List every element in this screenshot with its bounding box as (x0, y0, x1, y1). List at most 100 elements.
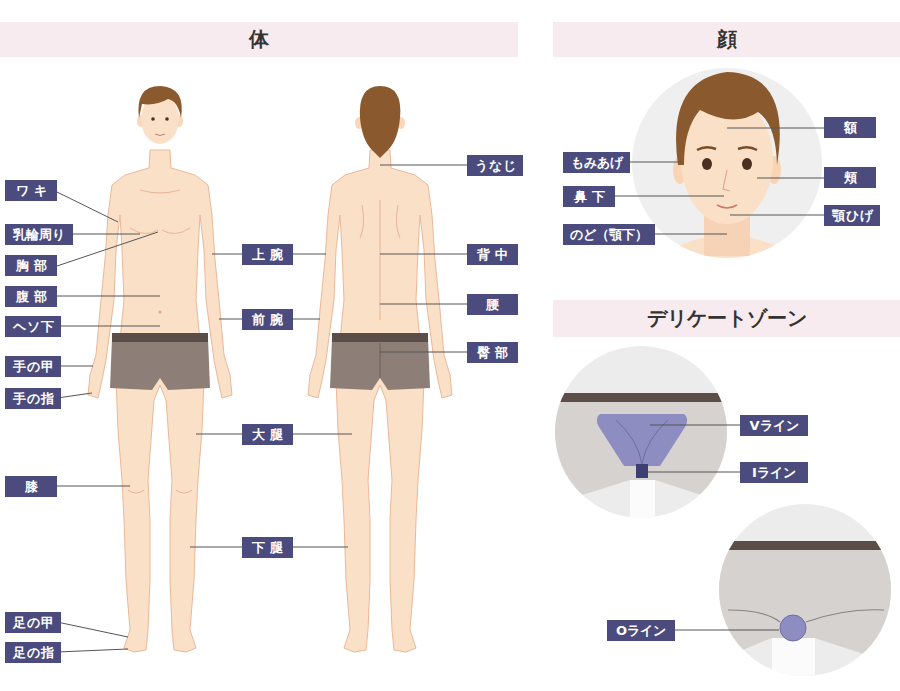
part-name: Vライン (749, 415, 798, 436)
part-name: 胸部 (16, 255, 52, 276)
body-silhouette (88, 150, 232, 652)
leader-line (380, 352, 467, 353)
section-band: 顔 (553, 22, 900, 57)
part-label: 前腕 (242, 309, 293, 330)
part-label: 手の指 (5, 388, 61, 409)
back-closeup (712, 541, 900, 688)
part-label: 乳輪周り (5, 224, 73, 245)
part-label: ワキ (5, 180, 57, 201)
nose (723, 170, 730, 191)
leader-line (57, 393, 92, 398)
part-label: 臀部 (467, 342, 518, 363)
part-label: 頬 (824, 167, 876, 188)
eyebrow (697, 147, 757, 150)
part-label: 額 (824, 117, 876, 138)
part-label: 腰 (467, 294, 518, 315)
leader-line (630, 162, 682, 163)
buttock-line (728, 610, 884, 622)
leader-line (57, 486, 130, 487)
v-line-area (597, 414, 688, 466)
part-name: うなじ (475, 155, 517, 176)
eye (165, 117, 169, 121)
face-closeup (630, 72, 825, 270)
part-name: ヘソ下 (13, 316, 55, 337)
part-name: Oライン (616, 620, 666, 641)
part-name: 足の指 (13, 642, 55, 663)
leader-line (57, 192, 118, 222)
chest-line (130, 190, 190, 234)
part-name: もみあげ (571, 152, 623, 173)
leader-line (646, 234, 727, 235)
section-band: 体 (0, 22, 518, 57)
section-title: 体 (249, 26, 269, 53)
back-line (360, 200, 400, 320)
part-name: Iライン (752, 462, 796, 483)
part-name: 顎ひげ (832, 205, 874, 226)
section-title: 顔 (717, 26, 737, 53)
part-name: 腰 (486, 294, 504, 315)
part-label: のど（顎下） (563, 224, 655, 245)
part-name: 上腕 (252, 244, 288, 265)
leader-line (57, 296, 160, 297)
part-label: うなじ (467, 155, 523, 176)
briefs (110, 338, 210, 390)
briefs-seam (616, 420, 668, 464)
section-title: デリケートゾーン (647, 305, 807, 332)
front-figure (88, 86, 232, 652)
leader-line (380, 165, 467, 166)
hair (138, 86, 181, 118)
leader-line (57, 326, 160, 327)
leader-line (380, 304, 467, 305)
hair (676, 72, 780, 165)
leader-line (650, 425, 740, 426)
leader-line (57, 128, 824, 652)
part-name: ワキ (16, 180, 52, 201)
part-label: Iライン (740, 462, 808, 483)
section-band: デリケートゾーン (553, 300, 900, 337)
part-name: のど（顎下） (570, 224, 648, 245)
part-name: 足の甲 (13, 612, 55, 633)
part-label: 膝 (5, 476, 57, 497)
briefs-seam (380, 343, 381, 378)
leader-line (615, 196, 724, 197)
part-label: 足の甲 (5, 612, 61, 633)
part-label: 大腿 (242, 424, 293, 445)
part-name: 額 (844, 117, 862, 138)
part-name: 頬 (844, 167, 862, 188)
part-label: 手の甲 (5, 356, 61, 377)
waistband (712, 541, 900, 550)
leader-line (380, 254, 467, 255)
face-circle (632, 68, 822, 258)
back-figure (308, 86, 452, 652)
leader-line (730, 215, 824, 216)
i-line-area (636, 464, 648, 478)
part-name: 膝 (25, 476, 43, 497)
front-closeup (550, 393, 732, 540)
part-name: 大腿 (252, 424, 288, 445)
part-label: 鼻下 (563, 186, 615, 207)
eye (702, 158, 712, 170)
mouth (717, 205, 737, 208)
part-label: もみあげ (563, 152, 630, 173)
briefs (330, 338, 430, 390)
leader-line (727, 128, 824, 129)
part-name: 臀部 (477, 342, 513, 363)
part-name: 前腕 (252, 309, 288, 330)
part-label: 胸部 (5, 255, 57, 276)
o-line-area (780, 615, 806, 641)
part-label: 下腿 (242, 537, 293, 558)
part-name: 背中 (477, 244, 513, 265)
part-name: 手の指 (13, 388, 55, 409)
knee-line (128, 490, 192, 493)
part-label: Vライン (740, 415, 808, 436)
leader-line (73, 234, 140, 235)
part-name: 乳輪周り (13, 224, 65, 245)
leg-gap (630, 480, 655, 540)
waistband (112, 333, 208, 342)
waistband (332, 333, 428, 342)
part-name: 鼻下 (574, 186, 610, 207)
leader-line (57, 622, 128, 637)
navel (159, 311, 162, 314)
